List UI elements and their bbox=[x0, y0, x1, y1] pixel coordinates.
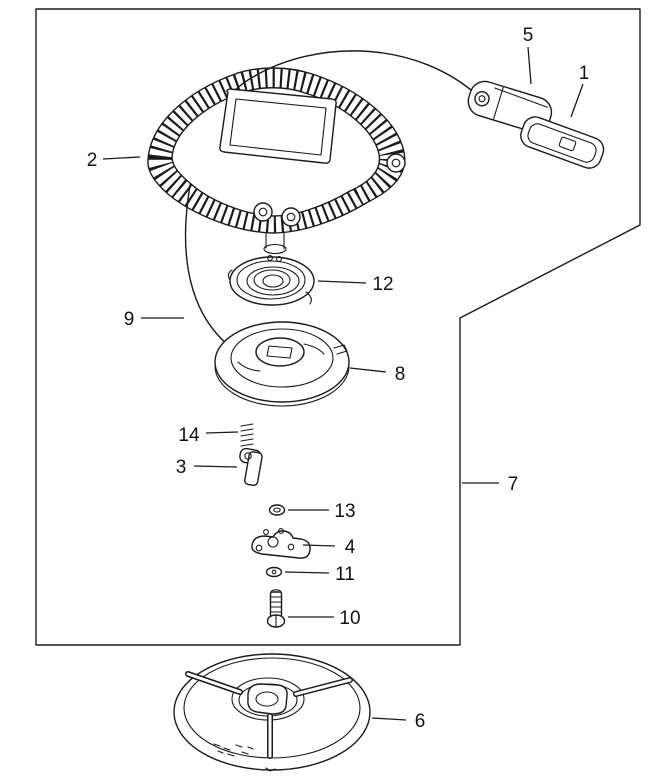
guide-nub-left bbox=[263, 529, 269, 535]
small-ring bbox=[268, 504, 286, 516]
guide-hole-left bbox=[255, 544, 263, 552]
callout-8: 8 bbox=[395, 364, 406, 385]
pawl-spring-coils bbox=[240, 423, 254, 447]
ring-inner bbox=[273, 507, 281, 513]
cup-hub-hole bbox=[255, 691, 279, 707]
housing-rib-band bbox=[147, 68, 405, 233]
spring-outer-hook bbox=[227, 269, 312, 305]
callout-4: 4 bbox=[345, 537, 356, 558]
leader-2 bbox=[102, 156, 141, 160]
housing-boss-mid bbox=[281, 207, 301, 227]
insert-inner bbox=[527, 123, 597, 163]
leader-14 bbox=[205, 431, 239, 434]
assembly-border bbox=[35, 8, 641, 646]
housing-boss-left bbox=[253, 202, 273, 222]
leader-4 bbox=[302, 544, 336, 547]
callout-5: 5 bbox=[523, 25, 534, 46]
handle-rope-hole bbox=[478, 95, 486, 103]
starter-cup bbox=[173, 653, 371, 772]
cup-knurl-marks bbox=[213, 743, 254, 757]
insert-slot bbox=[558, 136, 577, 152]
handle-insert bbox=[520, 116, 605, 169]
callout-labels: 2 5 1 12 9 8 7 14 3 13 4 11 10 6 bbox=[87, 25, 590, 732]
ring-outer bbox=[268, 504, 286, 516]
washer-inner bbox=[271, 569, 277, 575]
pulley-hub bbox=[255, 337, 305, 367]
pawl-spring bbox=[240, 423, 254, 447]
housing-boss-mid-hole bbox=[286, 212, 296, 222]
cup-arm-right-core bbox=[294, 678, 352, 696]
flat-washer bbox=[265, 566, 283, 578]
housing-post-pin-a bbox=[267, 255, 273, 261]
callout-14: 14 bbox=[178, 425, 200, 446]
ratchet-pawl bbox=[239, 447, 263, 487]
housing-outline bbox=[147, 67, 406, 234]
screw-threads bbox=[270, 596, 282, 613]
screw-shank bbox=[269, 591, 283, 618]
cup-hub bbox=[247, 683, 288, 715]
pawl-hole bbox=[244, 452, 252, 460]
pulley-hub-key bbox=[266, 345, 293, 359]
callout-2: 2 bbox=[87, 150, 98, 171]
cup-bottom-notch bbox=[265, 767, 276, 772]
callout-1: 1 bbox=[579, 63, 590, 84]
housing-post-end bbox=[263, 243, 287, 255]
spring-coil-2 bbox=[236, 260, 306, 300]
leader-12 bbox=[317, 280, 367, 284]
callout-12: 12 bbox=[372, 274, 393, 295]
pulley-rim bbox=[230, 328, 334, 388]
recoil-housing bbox=[147, 67, 406, 262]
guide-center-hole bbox=[267, 536, 279, 548]
guide-hole-right bbox=[287, 543, 295, 551]
housing-recess-inner bbox=[229, 98, 327, 156]
spring-coil-3 bbox=[246, 266, 300, 296]
callout-9: 9 bbox=[124, 309, 135, 330]
handle-detail-line bbox=[493, 85, 548, 120]
spring-coil-1 bbox=[229, 256, 315, 306]
cup-arm-left-core bbox=[186, 672, 242, 694]
insert-outer bbox=[520, 116, 605, 169]
leader-6 bbox=[371, 717, 407, 721]
housing-boss-right-hole bbox=[391, 158, 401, 168]
housing-boss-right bbox=[386, 153, 406, 173]
pawl-body bbox=[244, 451, 263, 487]
washer-outer bbox=[265, 566, 283, 578]
callout-7: 7 bbox=[508, 474, 519, 495]
spring-coil-4 bbox=[253, 269, 291, 291]
callout-11: 11 bbox=[335, 564, 355, 585]
pawl-guide bbox=[251, 528, 311, 559]
rope-pulley bbox=[214, 321, 350, 407]
callout-3: 3 bbox=[176, 457, 187, 478]
housing-recess-outer bbox=[219, 88, 337, 164]
leader-11 bbox=[284, 571, 330, 574]
housing-boss-left-hole bbox=[258, 207, 268, 217]
leader-1 bbox=[570, 83, 584, 118]
callout-10: 10 bbox=[339, 608, 360, 629]
center-screw bbox=[266, 589, 286, 628]
guide-plate bbox=[251, 530, 311, 559]
recoil-spring bbox=[227, 256, 315, 306]
callout-6: 6 bbox=[415, 711, 426, 732]
housing-center-post bbox=[265, 231, 285, 250]
spring-coil-5 bbox=[262, 274, 284, 288]
callout-13: 13 bbox=[334, 501, 355, 522]
assembly-border-outline bbox=[35, 8, 641, 646]
pulley-slot-left bbox=[237, 361, 261, 372]
pulley-side-wall bbox=[214, 365, 350, 407]
handle-rope-eyelet bbox=[474, 91, 490, 107]
pulley-slot-right bbox=[303, 343, 325, 355]
leader-3 bbox=[193, 465, 238, 468]
leader-8 bbox=[349, 367, 387, 373]
pulley-outer bbox=[214, 321, 350, 403]
guide-nub-right bbox=[278, 528, 284, 534]
pulley-rope-notch bbox=[333, 344, 348, 355]
leader-lines bbox=[102, 46, 584, 721]
leader-5 bbox=[527, 46, 532, 85]
